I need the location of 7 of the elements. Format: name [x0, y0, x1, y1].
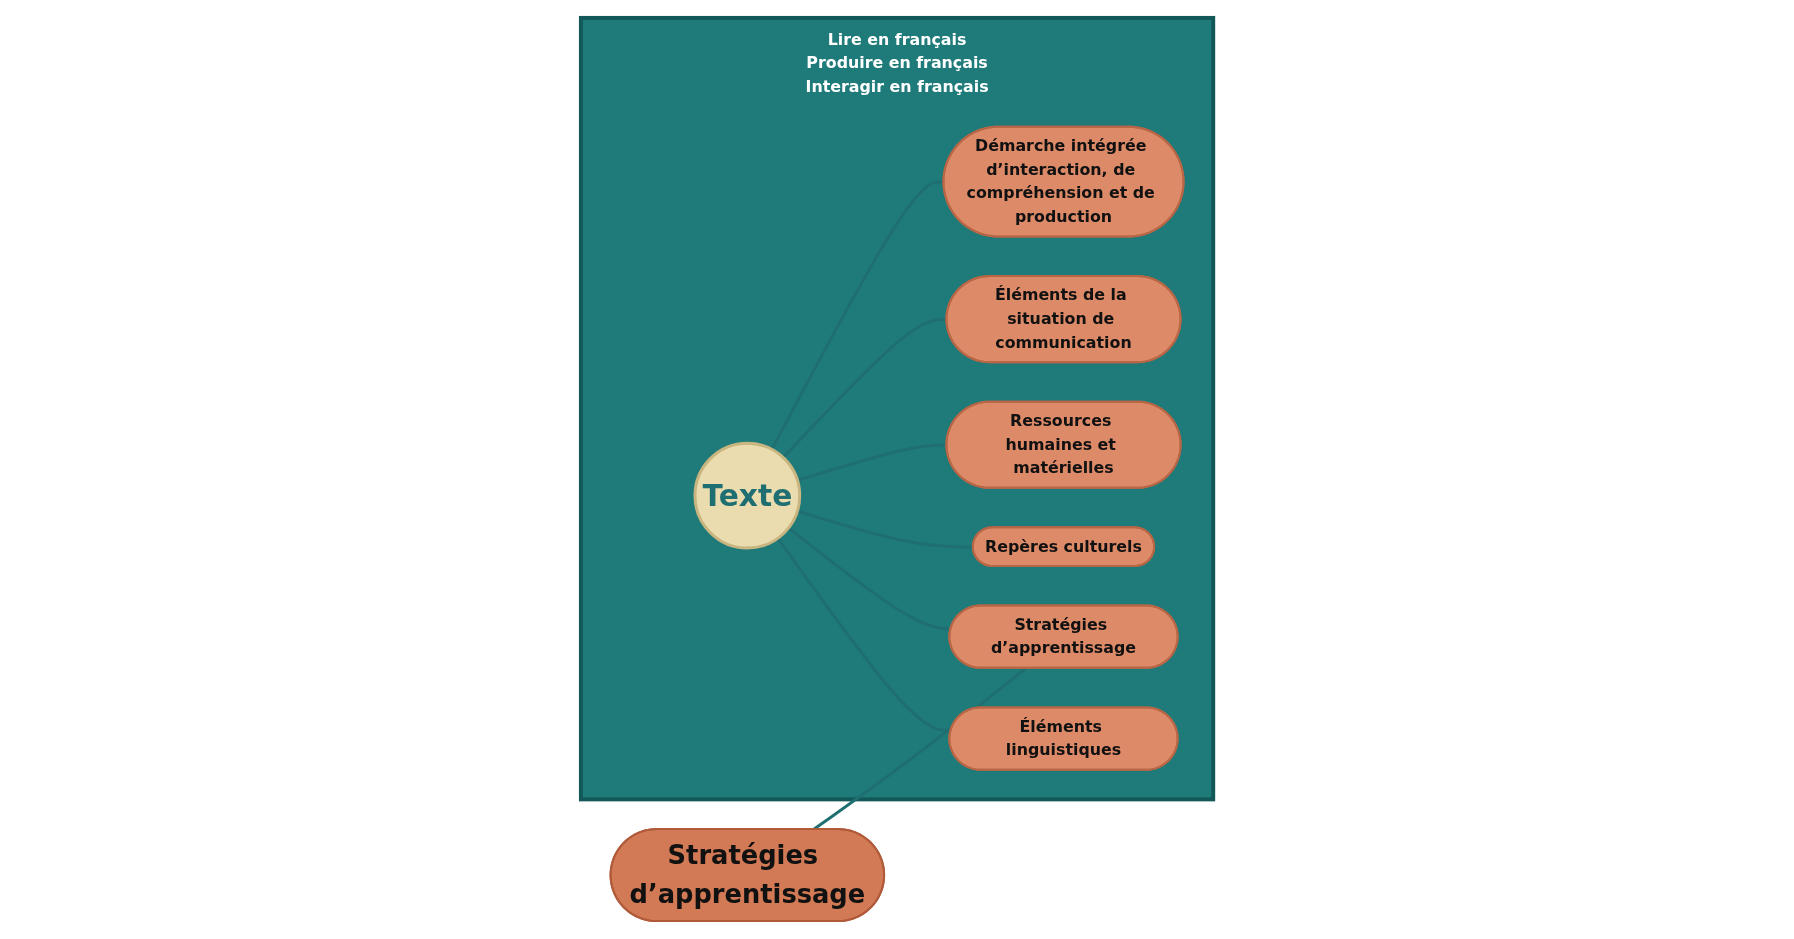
- node-circle: Texte: [693, 441, 802, 550]
- connector: [787, 526, 951, 631]
- connector: [770, 180, 944, 451]
- connector: [796, 509, 974, 549]
- connector: [812, 667, 1027, 831]
- connector: [796, 443, 947, 482]
- connector: [782, 318, 947, 459]
